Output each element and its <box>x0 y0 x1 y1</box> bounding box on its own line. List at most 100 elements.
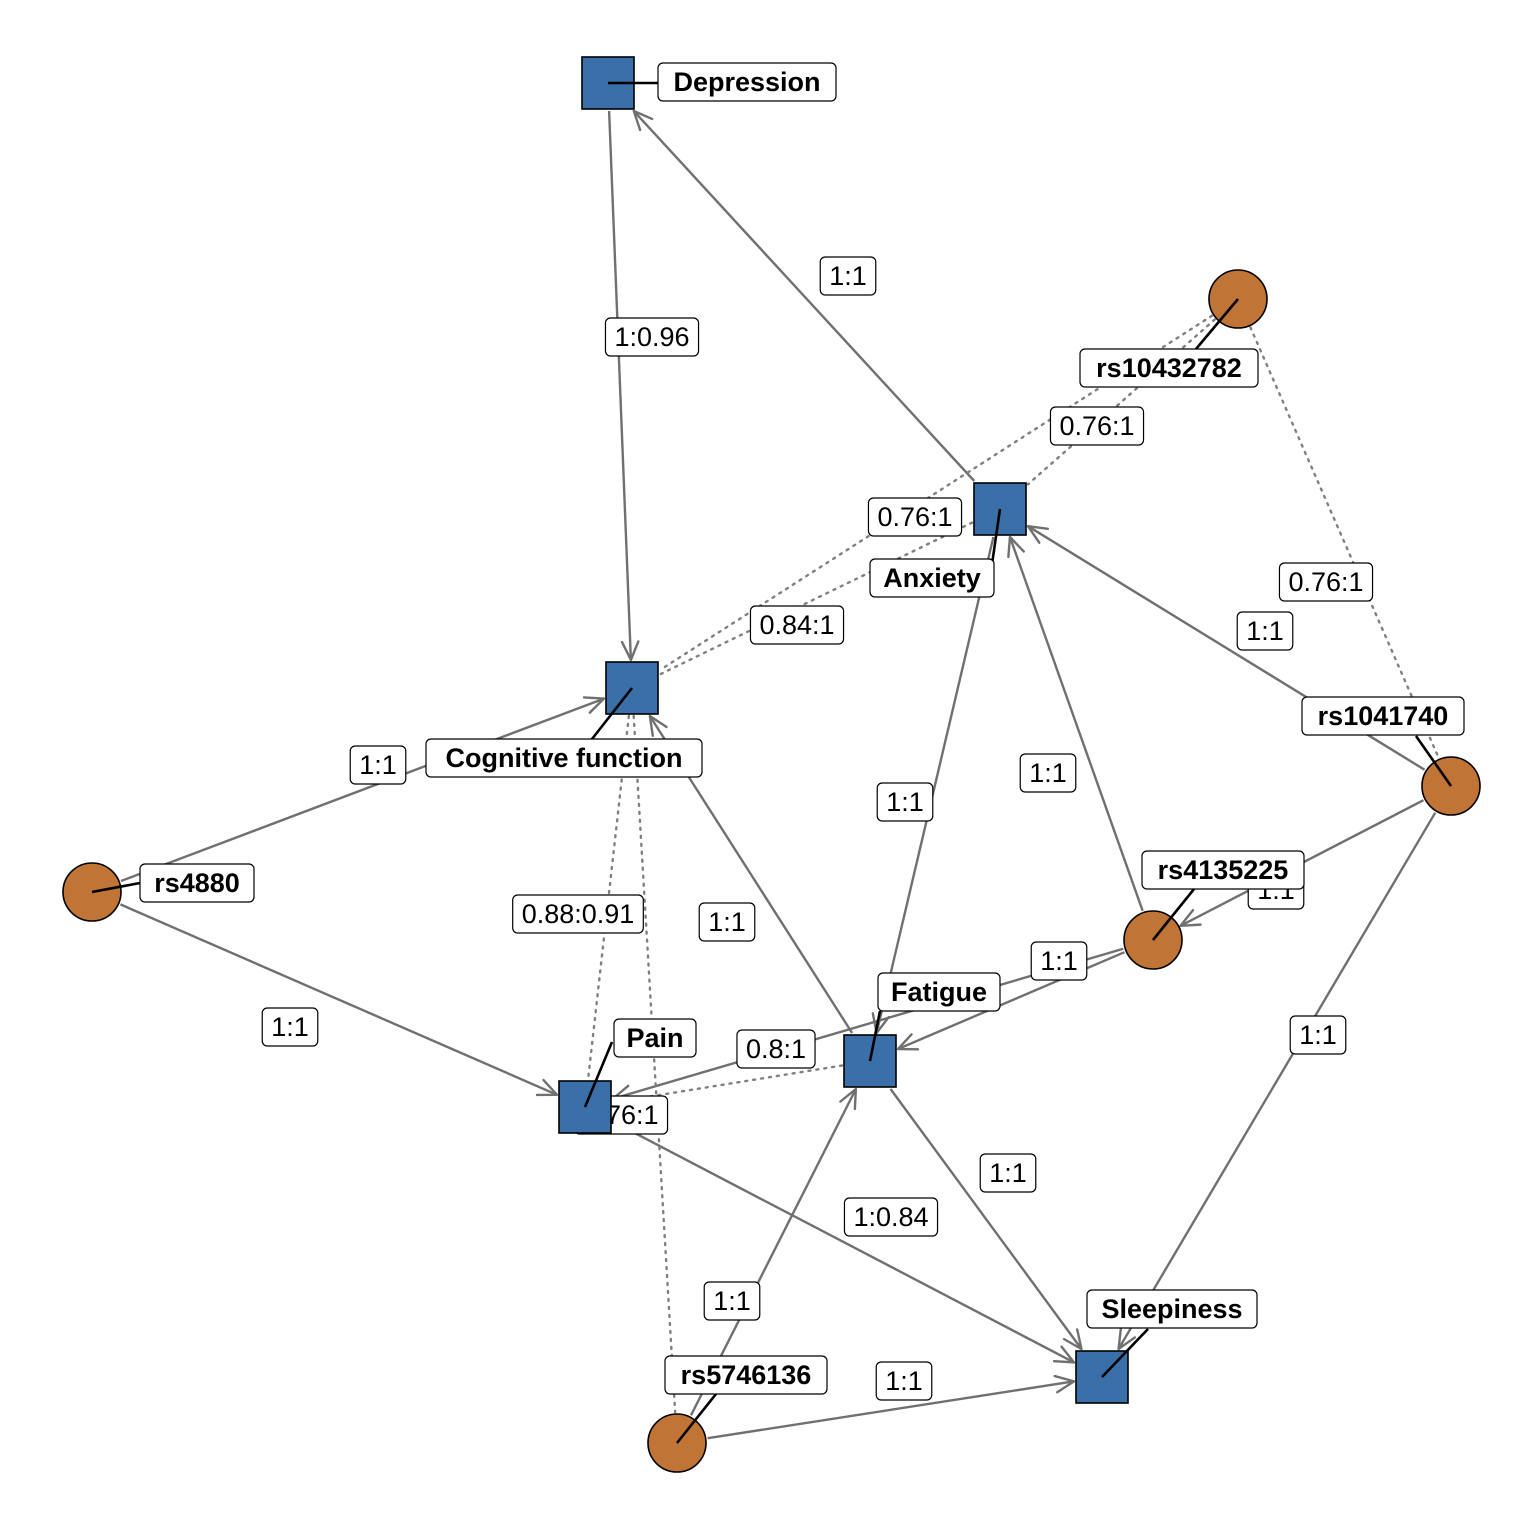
edge-line <box>632 110 976 482</box>
label-leader <box>868 1010 882 1062</box>
edge-label: 0.76:1 <box>1278 562 1374 602</box>
edge-label-text: 1:1 <box>1029 758 1067 788</box>
node-label-text: rs4135225 <box>1158 855 1289 885</box>
edge-label-text: 0.76:1 <box>1059 411 1134 441</box>
arrow-head <box>1007 535 1025 559</box>
edge-label-text: 1:1 <box>829 261 867 291</box>
arrow-head <box>896 1033 920 1051</box>
node-label-text: Pain <box>626 1023 683 1053</box>
node-label-text: rs1041740 <box>1318 701 1449 731</box>
edge-label: 0.88:0.91 <box>512 894 644 934</box>
edge-cognitive-rs5746136 <box>632 714 677 1414</box>
node-label-rs4880: rs4880 <box>91 863 255 903</box>
node-label-text: rs10432782 <box>1096 353 1242 383</box>
edge-label: 1:1 <box>261 1007 319 1047</box>
edge-label-box <box>703 1281 761 1321</box>
node-label-text: Fatigue <box>891 977 987 1007</box>
edge-label-box <box>1289 1015 1347 1055</box>
edge-label-text: 1:1 <box>885 1366 923 1396</box>
node-label-fatigue: Fatigue <box>868 972 1001 1062</box>
node-label-box <box>1086 1289 1258 1329</box>
edge-cognitive-pain <box>586 714 631 1081</box>
edge-line <box>707 1380 1075 1440</box>
edge-label-box <box>1049 406 1145 446</box>
edge-label-box <box>749 605 845 645</box>
node-label-sleepiness: Sleepiness <box>1086 1289 1258 1378</box>
edge-label: 0.76:1 <box>867 497 963 537</box>
node-label-box <box>425 738 703 778</box>
edge-rs4135225-anxiety <box>1007 535 1144 912</box>
nodes-layer <box>62 56 1481 1473</box>
edge-line <box>658 521 974 676</box>
arrow-head <box>1117 1327 1137 1351</box>
edge-label-box <box>1030 941 1088 981</box>
edge-label-text: 0.84:1 <box>759 610 834 640</box>
edge-label: 1:1 <box>1236 611 1294 651</box>
label-leader <box>590 687 634 740</box>
edge-line <box>1117 812 1437 1350</box>
edge-rs5746136-sleepiness <box>707 1374 1076 1440</box>
node-label-rs4135225: rs4135225 <box>1141 850 1305 941</box>
edge-label-text: 1:0.96 <box>614 322 689 352</box>
edge-label-box <box>512 894 644 934</box>
edges-layer <box>119 109 1440 1440</box>
label-leader <box>1151 888 1196 941</box>
node-label-box <box>139 863 255 903</box>
label-leader <box>675 1393 718 1444</box>
node-label-box <box>1301 696 1465 736</box>
arrow-head <box>632 109 654 132</box>
edge-label-text: 1:1 <box>1040 946 1078 976</box>
edge-label-text: 0.76:1 <box>877 502 952 532</box>
label-leader <box>583 1041 614 1108</box>
edge-line <box>1249 326 1440 759</box>
label-leader <box>1101 1328 1149 1378</box>
edge-label: 1:1 <box>1019 753 1077 793</box>
node-label-box <box>664 1355 828 1395</box>
node-label-depression: Depression <box>608 62 837 102</box>
edge-label-box <box>261 1007 319 1047</box>
edge-label: 1:1 <box>875 1361 933 1401</box>
edge-label-box <box>979 1153 1037 1193</box>
node-label-cognitive: Cognitive function <box>425 687 703 778</box>
edge-rs4880-cognitive <box>120 696 606 883</box>
arrow-head <box>535 1078 559 1097</box>
node-label-box <box>1141 850 1305 890</box>
label-leader <box>1414 735 1453 787</box>
edge-label-box <box>698 902 756 942</box>
edge-label-box <box>1236 611 1294 651</box>
node-label-box <box>613 1018 697 1058</box>
node-label-text: Depression <box>673 67 820 97</box>
edge-label: 1:1 <box>1030 941 1088 981</box>
edge-label-text: 1:1 <box>1299 1020 1337 1050</box>
label-leader <box>91 881 141 894</box>
arrow-head <box>620 640 640 662</box>
edge-depression-cognitive <box>607 110 640 662</box>
node-label-pain: Pain <box>583 1018 697 1108</box>
edge-label-text: 1:0.84 <box>853 1202 928 1232</box>
edge-label-text: 0.88:0.91 <box>522 899 635 929</box>
edge-label-box <box>876 782 934 822</box>
edge-label: 1:1 <box>349 745 407 785</box>
node-label-box <box>1079 348 1259 388</box>
edge-label-text: 0.76:1 <box>1288 567 1363 597</box>
arrow-head <box>1179 908 1202 927</box>
edge-label-box <box>843 1197 939 1237</box>
edge-line <box>1026 318 1216 486</box>
edge-line <box>119 903 558 1096</box>
edge-line <box>889 1088 1083 1350</box>
node-label-text: rs5746136 <box>681 1360 812 1390</box>
edge-rs4880-pain <box>119 903 559 1097</box>
arrow-head <box>839 1087 858 1111</box>
edge-line <box>632 714 677 1414</box>
arrow-head <box>648 714 668 737</box>
node-label-box <box>657 62 837 102</box>
edge-label-text: 1:1 <box>1246 616 1284 646</box>
edge-label-box <box>1278 562 1374 602</box>
edge-label: 1:1 <box>819 256 877 296</box>
edge-label-box <box>604 317 700 357</box>
arrow-head <box>582 696 606 714</box>
arrow-head <box>1052 1345 1076 1364</box>
edge-label-text: 1:1 <box>271 1012 309 1042</box>
edge-label-box <box>1019 753 1077 793</box>
